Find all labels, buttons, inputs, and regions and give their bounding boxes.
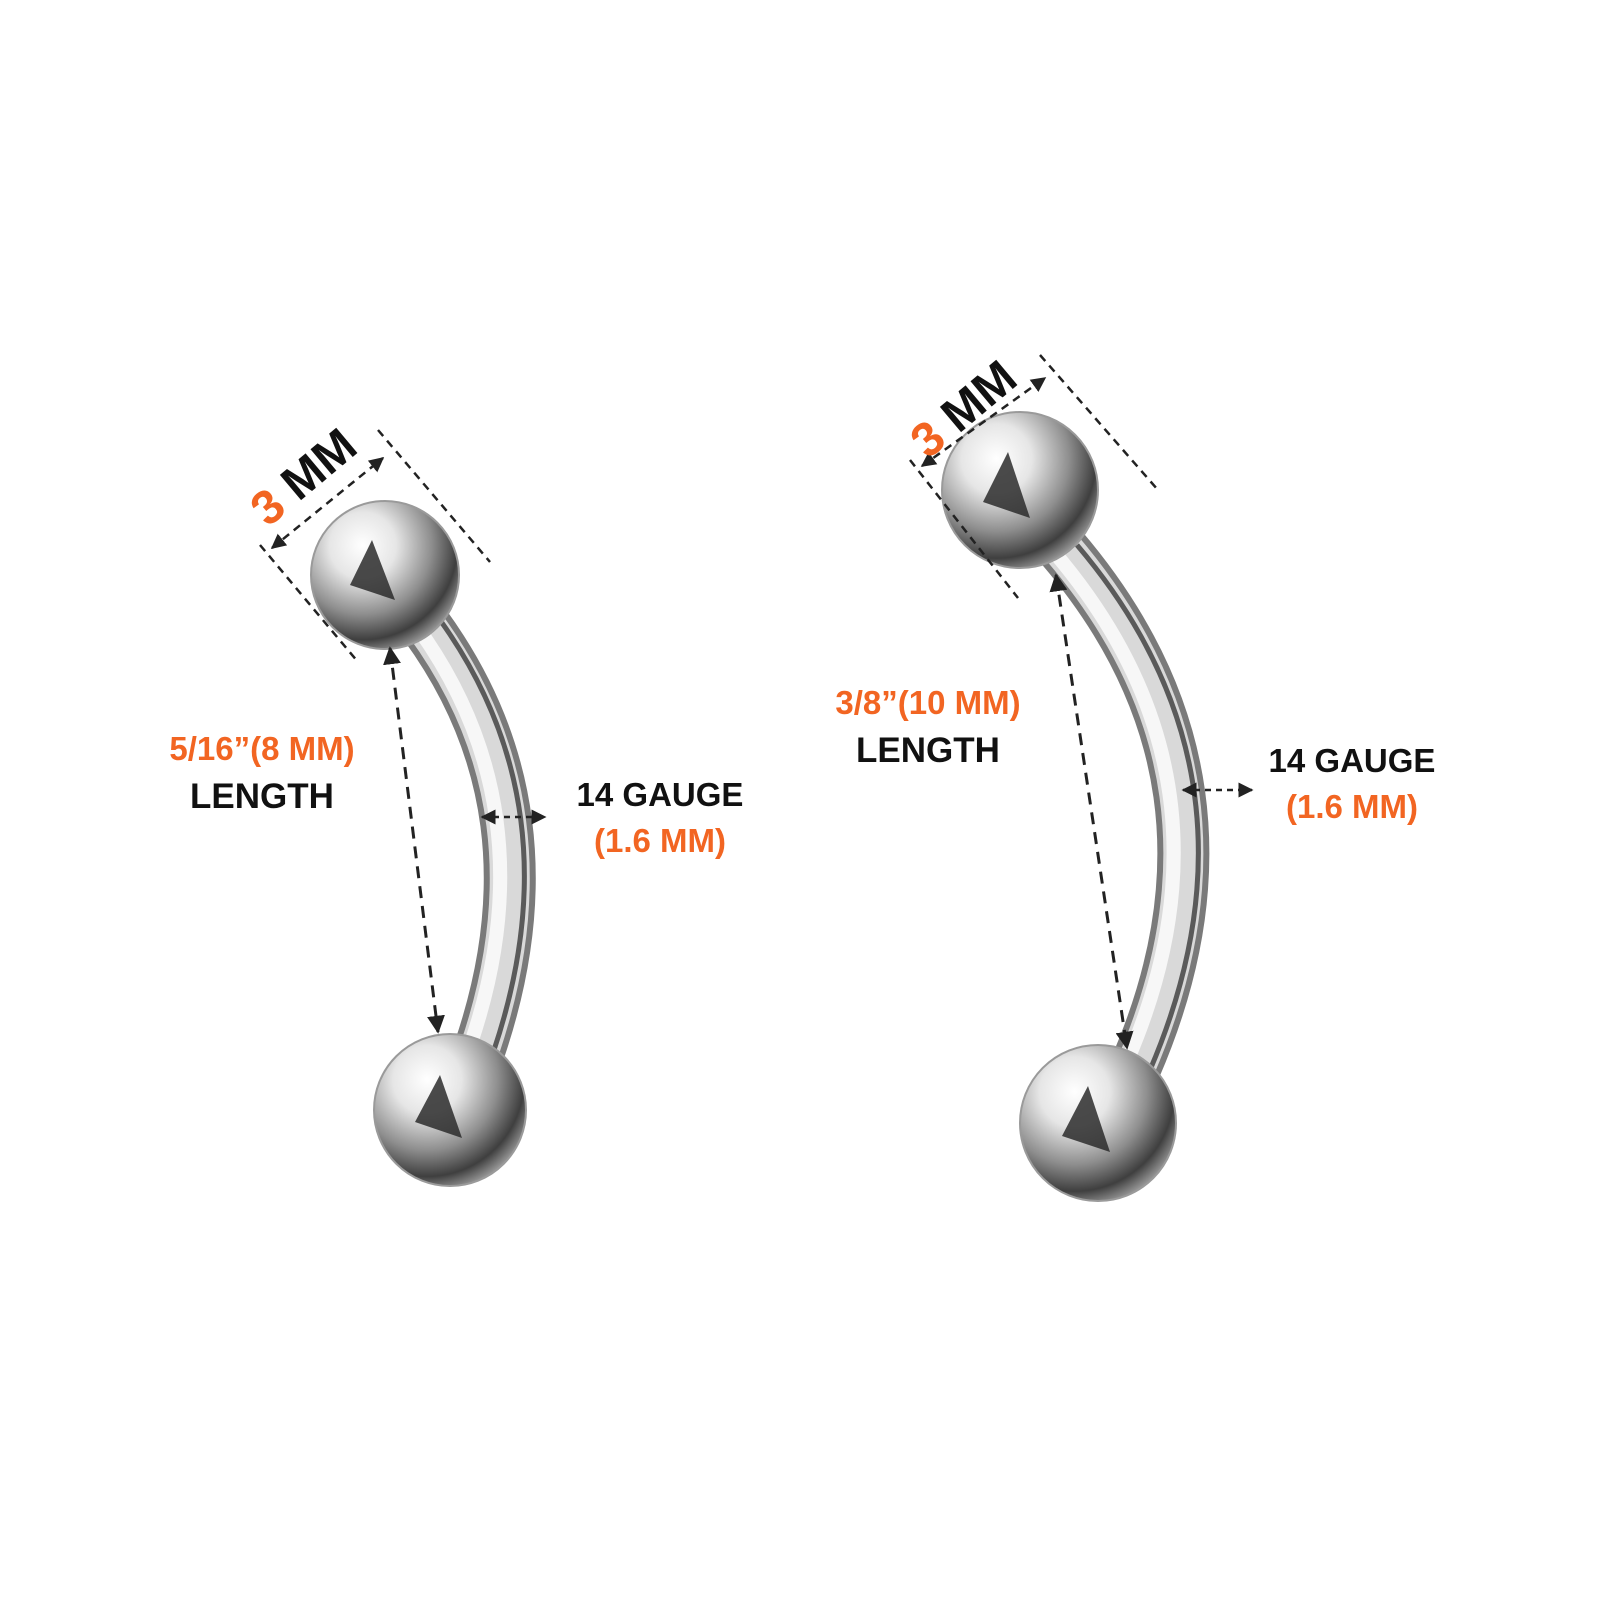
- gauge-value-right: (1.6 MM): [1286, 788, 1418, 825]
- barbell-left: [310, 500, 536, 1187]
- barbell-right: [941, 411, 1210, 1202]
- length-label-left: LENGTH: [190, 777, 334, 816]
- gauge-value-left: (1.6 MM): [594, 822, 726, 859]
- gauge-label-right: 14 GAUGE: [1269, 742, 1436, 779]
- length-value-right: 3/8”(10 MM): [835, 684, 1020, 721]
- length-label-right: LENGTH: [856, 731, 1000, 770]
- ball-size-unit: MM: [272, 419, 367, 511]
- ball-dimension-right: [909, 354, 1159, 599]
- length-value-left: 5/16”(8 MM): [169, 730, 354, 767]
- length-dimension-left: [383, 646, 445, 1034]
- ball-dimension-left: [259, 429, 491, 663]
- gauge-label-left: 14 GAUGE: [577, 776, 744, 813]
